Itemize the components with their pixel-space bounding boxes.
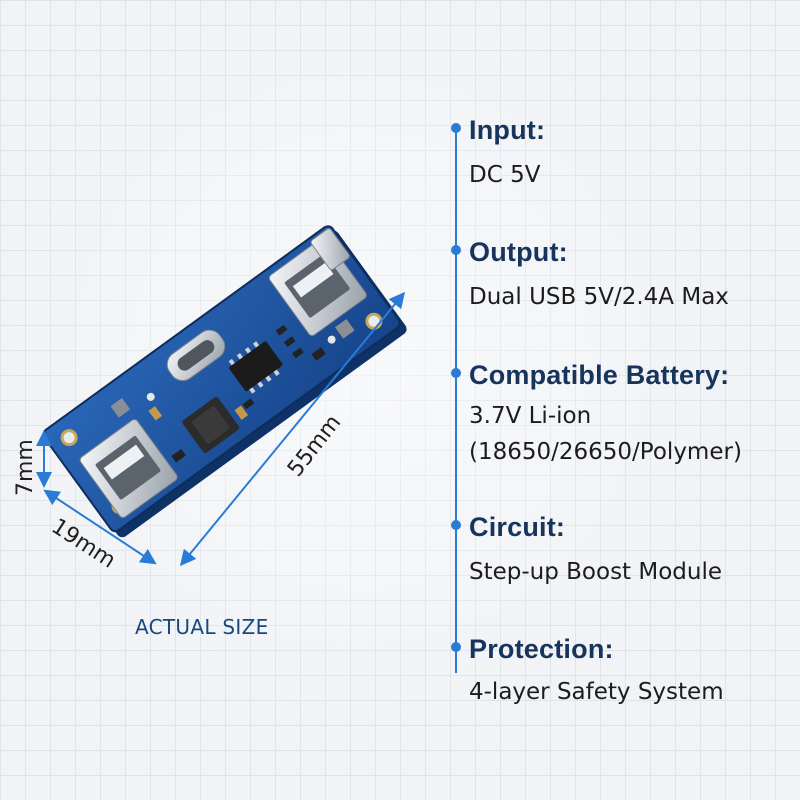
spec-value-battery-line1: 3.7V Li-ion — [469, 403, 592, 429]
timeline-dot — [451, 520, 461, 530]
dimension-length-label: 55mm — [283, 410, 346, 481]
spec-label-battery: Compatible Battery: — [469, 360, 730, 390]
spec-timeline-line — [455, 128, 457, 673]
spec-value-circuit: Step-up Boost Module — [469, 559, 723, 585]
timeline-dot — [451, 642, 461, 652]
dimension-length — [179, 291, 406, 567]
spec-label-protection: Protection: — [469, 634, 614, 664]
spec-value-battery-line2: (18650/26650/Polymer) — [469, 439, 742, 465]
spec-label-circuit: Circuit: — [469, 512, 566, 542]
pcb-board — [42, 225, 407, 538]
spec-value-output: Dual USB 5V/2.4A Max — [469, 284, 729, 310]
micro-usb-port — [310, 228, 350, 271]
spec-label-output: Output: — [469, 237, 568, 267]
spec-value-protection: 4-layer Safety System — [469, 679, 724, 705]
timeline-dot — [451, 245, 461, 255]
spec-label-input: Input: — [469, 115, 546, 145]
timeline-dot — [451, 368, 461, 378]
actual-size-caption: ACTUAL SIZE — [135, 615, 269, 639]
spec-value-input: DC 5V — [469, 162, 541, 188]
dimension-width — [43, 489, 157, 565]
timeline-dot — [451, 123, 461, 133]
dimension-height-label: 7mm — [13, 439, 38, 496]
